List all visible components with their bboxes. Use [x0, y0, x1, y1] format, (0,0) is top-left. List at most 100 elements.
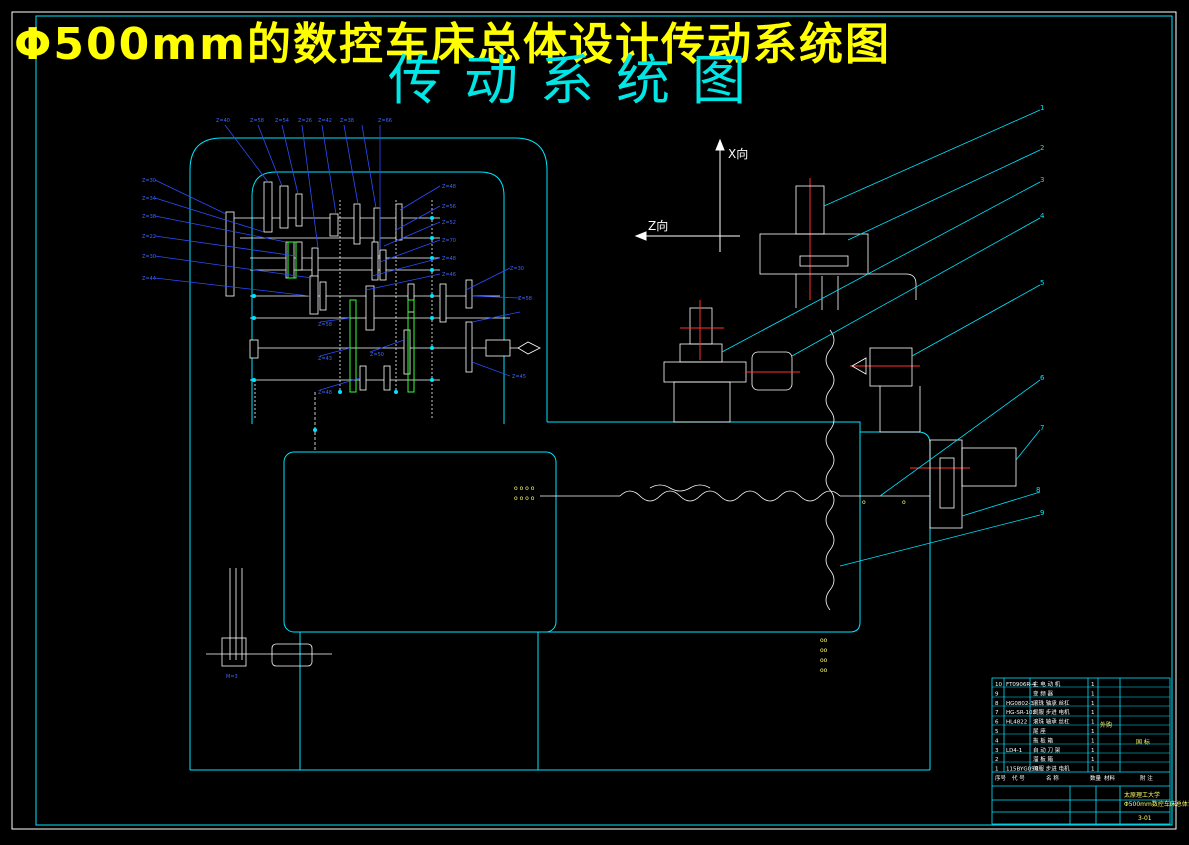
- drawing-number: 3-01: [1138, 815, 1152, 822]
- svg-text:Z=34: Z=34: [142, 196, 156, 202]
- svg-text:Z=46: Z=46: [442, 272, 456, 278]
- svg-text:Z=30: Z=30: [142, 254, 156, 260]
- tool-centerlines: [680, 178, 970, 469]
- svg-text:Z=22: Z=22: [142, 234, 156, 240]
- callout-numbers: 1 2 3 4 5 6 7 8 9: [1036, 104, 1045, 517]
- svg-text:o o o o: o o o o: [514, 485, 535, 492]
- parts-row-name: 滚珠 轴承 丝杠: [1033, 699, 1070, 707]
- parts-row-qty: 1: [1091, 738, 1095, 744]
- parts-row-name: 尾 座: [1033, 727, 1046, 735]
- svg-text:Z=48: Z=48: [442, 256, 456, 262]
- parts-row-qty: 1: [1091, 691, 1095, 697]
- parts-row-no: 4: [995, 738, 999, 744]
- lead-screw: [540, 484, 930, 502]
- parts-row-qty: 1: [1091, 767, 1095, 773]
- svg-text:Z=30: Z=30: [142, 178, 156, 184]
- parts-row-name: 主 电 动 机: [1033, 680, 1061, 688]
- parts-row-no: 7: [995, 710, 999, 716]
- svg-text:Z=70: Z=70: [442, 238, 456, 244]
- svg-text:Z=40: Z=40: [216, 118, 230, 124]
- gearbox-gears: [225, 181, 473, 391]
- svg-text:Z=30: Z=30: [510, 266, 524, 272]
- callout-2: 2: [1040, 144, 1044, 152]
- title-tag-left: 外购: [1100, 721, 1112, 729]
- parts-row-name: 滚珠 轴承 丝杠: [1033, 718, 1070, 726]
- callout-9: 9: [1040, 509, 1044, 517]
- parts-row-code: LD4-1: [1006, 748, 1022, 754]
- parts-row-name: 溜 板 箱: [1033, 755, 1053, 763]
- parts-row-qty: 1: [1091, 729, 1095, 735]
- svg-text:Z=52: Z=52: [442, 220, 456, 226]
- x-axis-label: X向: [728, 146, 748, 161]
- parts-row-name: 拖 板 箱: [1033, 736, 1053, 744]
- title-tag-right: 国 标: [1136, 738, 1150, 746]
- svg-text:Z=66: Z=66: [378, 118, 392, 124]
- drawing-name: Φ500mm数控车床总体设计传动系统图: [1124, 800, 1189, 808]
- headstock-housing: [189, 137, 931, 771]
- svg-text:M=3: M=3: [226, 674, 238, 680]
- bed-outline: [283, 421, 931, 633]
- parts-row-code: HL4822: [1006, 720, 1027, 726]
- parts-row-qty: 1: [1091, 710, 1095, 716]
- svg-text:Z=45: Z=45: [512, 374, 526, 380]
- spindle-gears-green: [287, 241, 415, 393]
- svg-text:oo: oo: [820, 667, 828, 674]
- parts-row-no: 2: [995, 757, 999, 763]
- parts-row-no: 8: [995, 701, 999, 707]
- svg-text:Z=48: Z=48: [442, 184, 456, 190]
- svg-text:Z=48: Z=48: [318, 390, 332, 396]
- spindle-bearings: [249, 339, 541, 359]
- x-axis-motor: [759, 185, 917, 308]
- parts-row-name: 自 动 刀 架: [1033, 746, 1061, 754]
- inner-border: [35, 15, 1173, 826]
- header-qty: 数量: [1090, 774, 1102, 782]
- svg-text:Z=38: Z=38: [142, 214, 156, 220]
- svg-text:o: o: [862, 499, 866, 506]
- callout-7: 7: [1040, 424, 1044, 432]
- svg-text:Z=58: Z=58: [250, 118, 264, 124]
- svg-text:Z=56: Z=56: [442, 204, 456, 210]
- z-axis-motor: [929, 439, 1017, 529]
- parts-row-code: HG0802-3: [1006, 701, 1034, 707]
- parts-row-no: 3: [995, 748, 999, 754]
- svg-text:Z=58: Z=58: [318, 322, 332, 328]
- z-axis-label: Z向: [648, 218, 668, 233]
- school-name: 太原理工大学: [1124, 791, 1160, 799]
- svg-text:Z=54: Z=54: [275, 118, 289, 124]
- header-remark: 附 注: [1140, 774, 1153, 782]
- parts-row-no: 5: [995, 729, 999, 735]
- parts-row-qty: 1: [1091, 701, 1095, 707]
- parts-row-name: 伺服 步进 电机: [1033, 708, 1070, 716]
- parts-row-qty: 1: [1091, 757, 1095, 763]
- callout-4: 4: [1040, 212, 1045, 220]
- svg-text:Z=38: Z=38: [340, 118, 354, 124]
- svg-text:Z=42: Z=42: [318, 118, 332, 124]
- parts-row-code: 115BYG050: [1006, 767, 1039, 773]
- svg-text:oo: oo: [820, 647, 828, 654]
- callout-leaders: [721, 109, 1041, 567]
- parts-row-qty: 1: [1091, 720, 1095, 726]
- outer-border: [11, 11, 1177, 830]
- svg-text:Z=26: Z=26: [298, 118, 312, 124]
- callout-1: 1: [1040, 104, 1044, 112]
- svg-text:oo: oo: [820, 637, 828, 644]
- cross-screw: [821, 276, 839, 611]
- parts-row-no: 10: [995, 682, 1002, 688]
- header-code: 代 号: [1012, 774, 1025, 782]
- title-block-rows: [992, 686, 1170, 763]
- svg-text:Z=43: Z=43: [318, 356, 332, 362]
- main-motor: [206, 568, 332, 667]
- header-no: 序号: [995, 774, 1007, 782]
- callout-3: 3: [1040, 176, 1044, 184]
- parts-row-no: 9: [995, 691, 999, 697]
- parts-row-qty: 1: [1091, 748, 1095, 754]
- callout-8: 8: [1036, 486, 1040, 494]
- bearing-markers: [252, 216, 434, 432]
- parts-row-code: FT0906R-4: [1006, 682, 1036, 688]
